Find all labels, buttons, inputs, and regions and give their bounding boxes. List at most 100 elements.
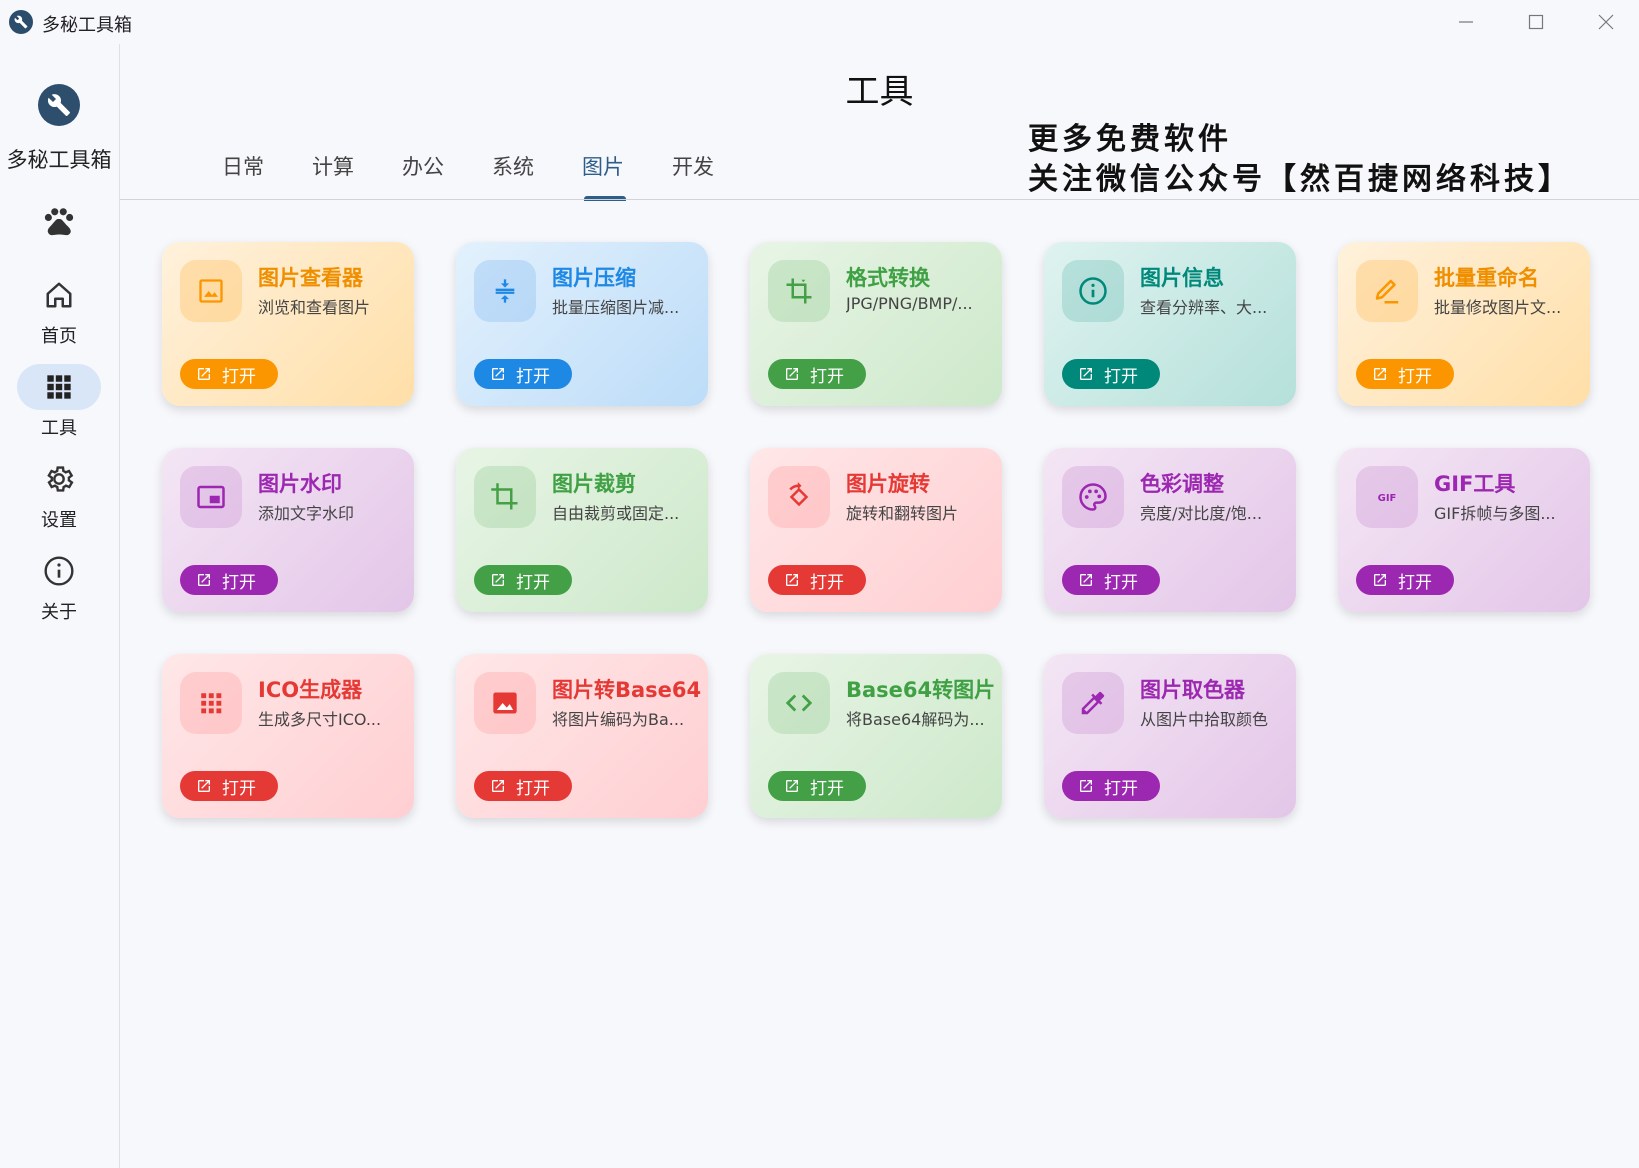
card-title: 图片旋转 (846, 472, 930, 496)
tool-card[interactable]: ICO生成器生成多尺寸ICO...打开 (162, 654, 414, 818)
gear-icon (17, 456, 101, 502)
open-external-icon (198, 780, 210, 792)
info-icon (17, 548, 101, 594)
category-tabs: 日常 计算 办公 系统 图片 开发 (198, 145, 738, 201)
open-external-icon (786, 368, 798, 380)
open-button[interactable]: 打开 (474, 359, 572, 389)
open-label: 打开 (1104, 572, 1138, 593)
card-description: 批量压缩图片减... (552, 298, 680, 317)
tab-develop[interactable]: 开发 (672, 155, 714, 179)
open-external-icon (1080, 780, 1092, 792)
palette-icon (1062, 466, 1124, 528)
maximize-icon (1528, 14, 1544, 30)
tool-card[interactable]: Base64转图片将Base64解码为...打开 (750, 654, 1002, 818)
tool-card[interactable]: 图片裁剪自由裁剪或固定...打开 (456, 448, 708, 612)
tool-card[interactable]: 图片取色器从图片中拾取颜色打开 (1044, 654, 1296, 818)
open-button[interactable]: 打开 (474, 771, 572, 801)
tab-calculate[interactable]: 计算 (312, 155, 354, 179)
tool-card[interactable]: 图片旋转旋转和翻转图片打开 (750, 448, 1002, 612)
tool-card[interactable]: 图片查看器浏览和查看图片打开 (162, 242, 414, 406)
open-external-icon (786, 574, 798, 586)
open-label: 打开 (1398, 572, 1432, 593)
minimize-button[interactable] (1436, 6, 1496, 38)
brand-name: 多秘工具箱 (6, 148, 112, 172)
card-description: 将Base64解码为... (846, 710, 985, 729)
open-button[interactable]: 打开 (768, 565, 866, 595)
open-button[interactable]: 打开 (474, 565, 572, 595)
open-button[interactable]: 打开 (180, 771, 278, 801)
open-button[interactable]: 打开 (180, 565, 278, 595)
card-description: 查看分辨率、大... (1140, 298, 1268, 317)
tool-card[interactable]: 色彩调整亮度/对比度/饱...打开 (1044, 448, 1296, 612)
crop-rotate-icon (768, 260, 830, 322)
close-button[interactable] (1576, 6, 1636, 38)
card-title: 批量重命名 (1434, 266, 1539, 290)
wrench-icon (38, 84, 80, 126)
tab-system[interactable]: 系统 (492, 155, 534, 179)
home-icon (17, 272, 101, 318)
tab-image[interactable]: 图片 (558, 145, 648, 201)
tab-daily[interactable]: 日常 (222, 155, 264, 179)
card-description: GIF拆帧与多图... (1434, 504, 1556, 523)
open-label: 打开 (516, 366, 550, 387)
open-button[interactable]: 打开 (1356, 359, 1454, 389)
compress-icon (474, 260, 536, 322)
sidebar-item-settings[interactable]: 设置 (0, 456, 118, 540)
card-title: 图片水印 (258, 472, 342, 496)
open-label: 打开 (810, 366, 844, 387)
open-button[interactable]: 打开 (1062, 565, 1160, 595)
card-description: 从图片中拾取颜色 (1140, 710, 1269, 729)
open-external-icon (492, 574, 504, 586)
tool-card[interactable]: 批量重命名批量修改图片文...打开 (1338, 242, 1590, 406)
sidebar-item-home[interactable]: 首页 (0, 272, 118, 356)
open-label: 打开 (516, 778, 550, 799)
open-external-icon (198, 574, 210, 586)
tool-card[interactable]: 图片水印添加文字水印打开 (162, 448, 414, 612)
open-button[interactable]: 打开 (1062, 771, 1160, 801)
card-title: GIF工具 (1434, 472, 1516, 496)
tabs-divider (120, 199, 1639, 200)
open-button[interactable]: 打开 (768, 359, 866, 389)
tool-card[interactable]: 图片压缩批量压缩图片减...打开 (456, 242, 708, 406)
sidebar-item-about[interactable]: 关于 (0, 548, 118, 632)
paw-icon[interactable] (42, 204, 76, 238)
open-label: 打开 (1398, 366, 1432, 387)
card-title: 图片查看器 (258, 266, 363, 290)
open-button[interactable]: 打开 (1062, 359, 1160, 389)
open-label: 打开 (222, 366, 256, 387)
open-external-icon (1080, 574, 1092, 586)
open-external-icon (786, 780, 798, 792)
gif-icon: GIF (1356, 466, 1418, 528)
sidebar-item-label: 关于 (41, 602, 77, 623)
minimize-icon (1459, 21, 1473, 23)
open-button[interactable]: 打开 (180, 359, 278, 389)
crop-icon (474, 466, 536, 528)
open-button[interactable]: 打开 (1356, 565, 1454, 595)
sidebar-item-label: 首页 (41, 326, 77, 347)
card-description: JPG/PNG/BMP/... (846, 294, 973, 313)
sidebar-item-tools[interactable]: 工具 (0, 364, 118, 448)
open-external-icon (492, 780, 504, 792)
grid-icon (17, 364, 101, 410)
tool-card[interactable]: 格式转换 JPG/PNG/BMP/... 打开 (750, 242, 1002, 406)
open-button[interactable]: 打开 (768, 771, 866, 801)
rotate-icon (768, 466, 830, 528)
watermark-icon (180, 466, 242, 528)
open-label: 打开 (810, 572, 844, 593)
open-label: 打开 (810, 778, 844, 799)
edit-icon (1356, 260, 1418, 322)
tool-card[interactable]: 图片信息查看分辨率、大... 打开 (1044, 242, 1296, 406)
card-description: 生成多尺寸ICO... (258, 710, 382, 729)
open-external-icon (492, 368, 504, 380)
card-title: 图片信息 (1140, 266, 1224, 290)
open-label: 打开 (1104, 366, 1138, 387)
maximize-button[interactable] (1506, 6, 1566, 38)
card-description: 添加文字水印 (258, 504, 355, 523)
page-title: 工具 (845, 72, 914, 112)
tab-office[interactable]: 办公 (402, 155, 444, 179)
tool-card[interactable]: GIF GIF工具 GIF拆帧与多图... 打开 (1338, 448, 1590, 612)
card-title: 格式转换 (846, 266, 930, 290)
card-description: 旋转和翻转图片 (846, 504, 959, 523)
eyedropper-icon (1062, 672, 1124, 734)
